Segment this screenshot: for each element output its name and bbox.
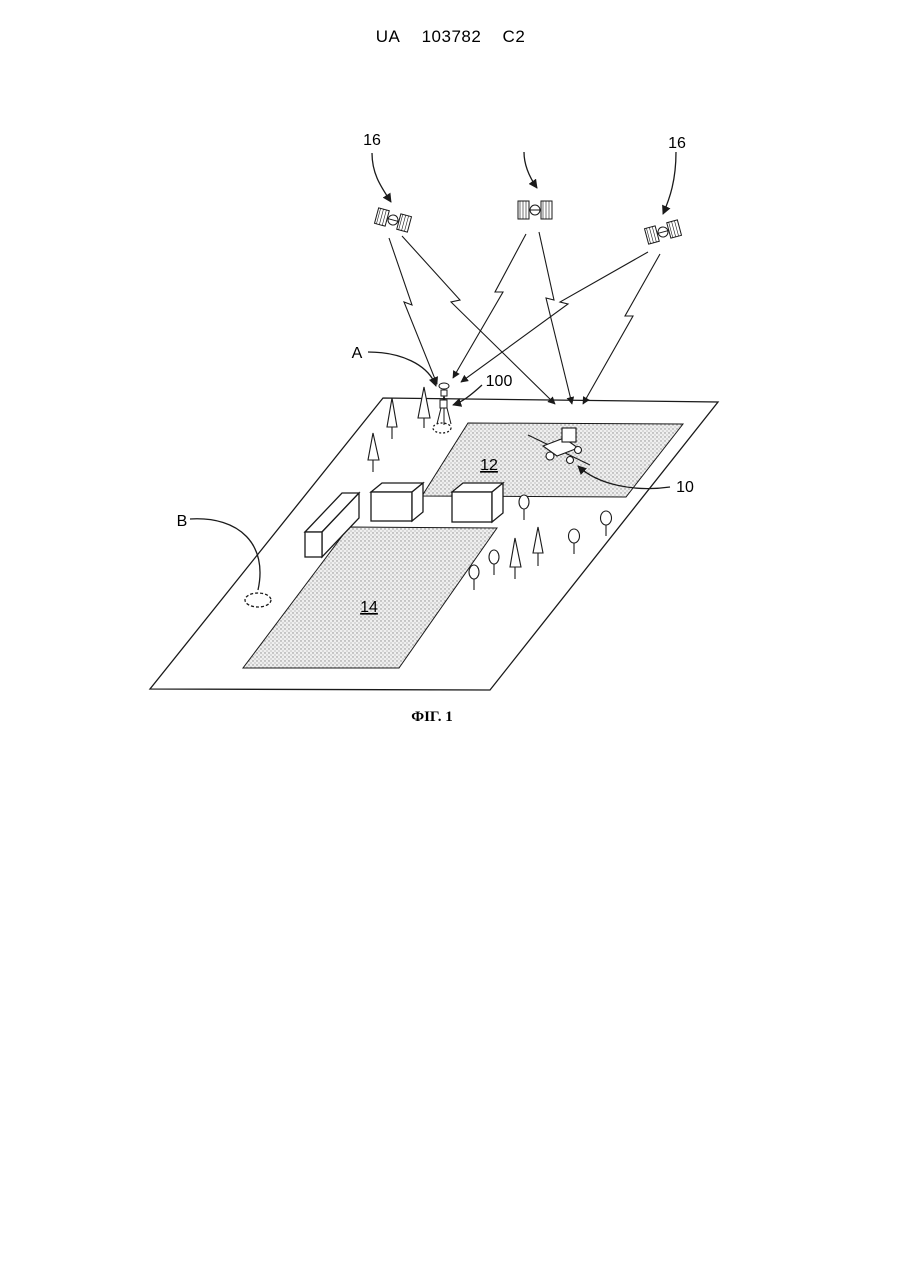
label-station: 100	[486, 373, 513, 390]
figure-caption: ФІГ. 1	[411, 709, 453, 725]
label-field-14: 14	[360, 599, 378, 616]
satellite-middle-icon	[518, 201, 552, 219]
leader-sat-right	[663, 152, 676, 214]
field-14	[243, 527, 497, 668]
label-sat-left: 16	[363, 132, 381, 149]
location-a-marker	[433, 423, 451, 433]
leader-100	[453, 385, 482, 405]
label-field-12: 12	[480, 457, 498, 474]
label-a: A	[352, 345, 363, 362]
signal-beams	[389, 232, 660, 404]
leader-b	[190, 519, 260, 590]
label-vehicle: 10	[676, 479, 694, 496]
label-sat-right: 16	[668, 135, 686, 152]
satellite-left-icon	[375, 208, 412, 232]
leader-sat-left	[372, 153, 391, 202]
leader-sat-middle	[524, 152, 537, 188]
satellite-right-icon	[645, 220, 682, 244]
location-b-marker	[245, 593, 271, 607]
label-b: B	[177, 513, 188, 530]
building-right	[452, 483, 503, 522]
base-station-icon	[437, 383, 451, 425]
building-middle	[371, 483, 423, 521]
